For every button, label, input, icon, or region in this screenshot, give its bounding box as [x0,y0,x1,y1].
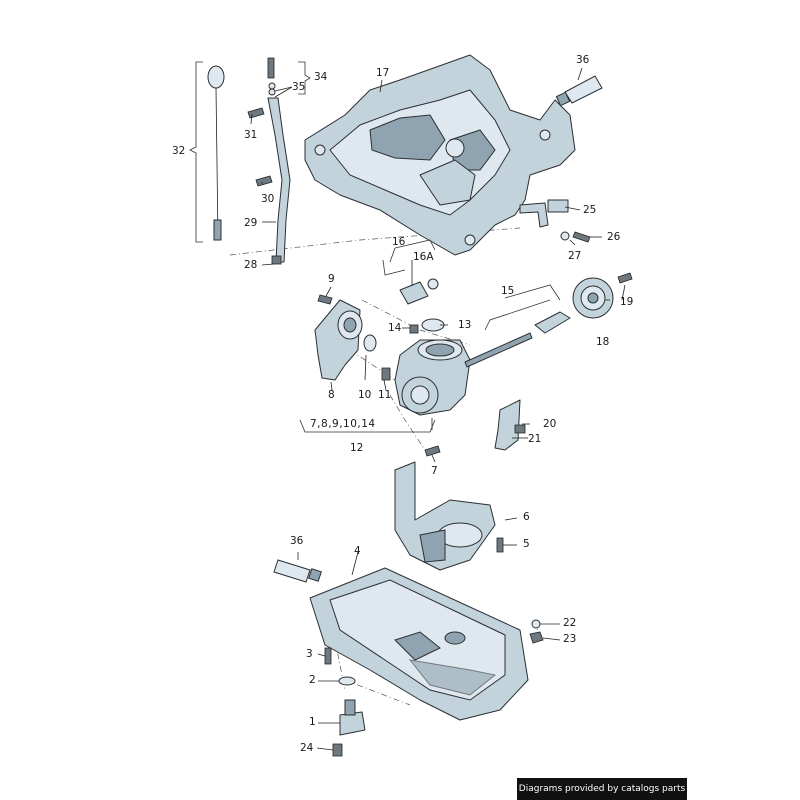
sealant-tube-icon[interactable] [555,75,603,107]
oil-pan-icon[interactable] [309,567,544,721]
callout-8[interactable]: 8 [328,389,335,401]
callout-19[interactable]: 19 [620,296,634,308]
callout-26[interactable]: 26 [607,231,621,243]
callout-group-7-14[interactable]: 7,8,9,10,14 [310,418,376,430]
mounting-bracket-icon[interactable] [494,399,526,451]
leader-lines [250,67,626,751]
callout-22[interactable]: 22 [563,617,577,629]
oil-pipe-icon[interactable] [519,199,591,243]
callout-34[interactable]: 34 [314,71,328,83]
dipstick-tube-icon[interactable] [247,57,291,265]
callout-7[interactable]: 7 [431,465,438,477]
callout-35[interactable]: 35 [292,81,306,93]
callout-20[interactable]: 20 [543,418,557,430]
upper-oil-sump-icon[interactable] [304,54,576,256]
callout-10[interactable]: 10 [358,389,372,401]
callout-28[interactable]: 28 [244,259,258,271]
callout-3[interactable]: 3 [306,648,313,660]
callout-11[interactable]: 11 [378,389,392,401]
callout-14[interactable]: 14 [388,322,402,334]
callout-29[interactable]: 29 [244,217,258,229]
callout-12[interactable]: 12 [350,442,364,454]
callout-2[interactable]: 2 [309,674,316,686]
callout-9[interactable]: 9 [328,273,335,285]
callout-5[interactable]: 5 [523,538,530,550]
callout-36-bottom[interactable]: 36 [290,535,304,547]
callout-6[interactable]: 6 [523,511,530,523]
callout-25[interactable]: 25 [583,204,597,216]
callout-31[interactable]: 31 [244,129,258,141]
dipstick-icon[interactable] [207,65,225,241]
callout-16a[interactable]: 16A [413,251,434,263]
pump-drive-shaft-icon[interactable] [464,311,571,368]
callout-4[interactable]: 4 [354,545,361,557]
baffle-plate-icon[interactable] [394,461,504,571]
callout-30[interactable]: 30 [261,193,275,205]
callout-21[interactable]: 21 [528,433,542,445]
callout-36-top[interactable]: 36 [576,54,590,66]
grouping-brackets [189,61,561,433]
callout-15[interactable]: 15 [501,285,515,297]
callout-16[interactable]: 16 [392,236,406,248]
callout-24[interactable]: 24 [300,742,314,754]
callout-27[interactable]: 27 [568,250,582,262]
sprocket-icon[interactable] [572,272,633,319]
callout-13[interactable]: 13 [458,319,472,331]
sealant-tube-icon[interactable] [273,559,322,583]
oil-level-sensor-icon[interactable] [399,278,439,305]
credit-badge: Diagrams provided by catalogs parts [517,778,687,800]
callout-32[interactable]: 32 [172,145,186,157]
oil-drain-sensor-icon[interactable] [332,699,366,757]
oil-pump-icon[interactable] [381,318,471,457]
oil-filter-housing-icon[interactable] [314,294,377,381]
callout-17[interactable]: 17 [376,67,390,79]
callout-18[interactable]: 18 [596,336,610,348]
callout-1[interactable]: 1 [309,716,316,728]
callout-23[interactable]: 23 [563,633,577,645]
